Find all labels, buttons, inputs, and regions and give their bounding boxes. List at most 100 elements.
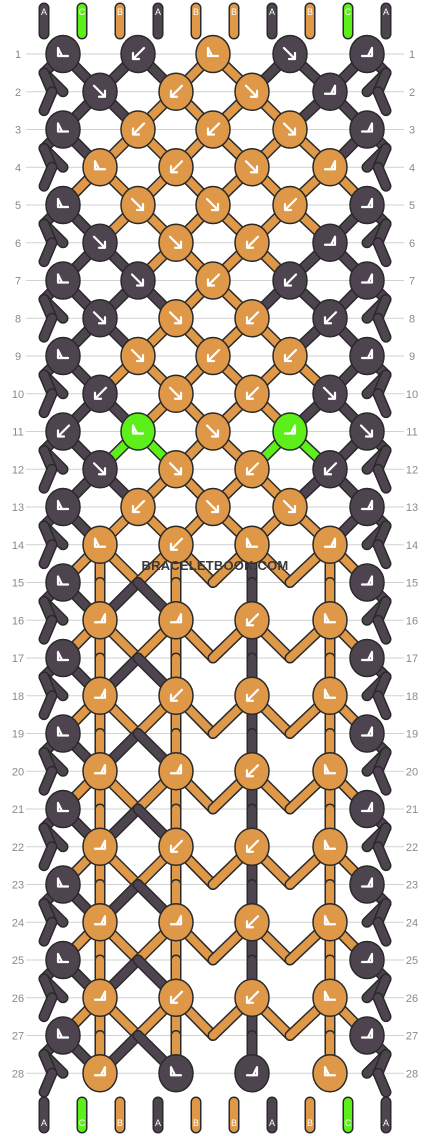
strand-segment	[40, 616, 56, 644]
knot	[158, 299, 194, 338]
knot	[45, 563, 81, 602]
knot-arrow-icon	[169, 839, 184, 853]
knot	[158, 223, 194, 262]
knot	[312, 525, 348, 564]
knot-arrow-icon	[360, 801, 374, 813]
top-thread-letter: C	[345, 7, 352, 17]
knot-arrow-icon	[283, 348, 298, 363]
knot-arrow-icon	[56, 122, 70, 133]
knot	[349, 487, 385, 527]
knot-arrow-icon	[205, 424, 220, 438]
knot	[312, 601, 348, 640]
row-number-left: 3	[15, 125, 21, 137]
row-number-left: 21	[12, 804, 24, 816]
row-number-left: 20	[12, 766, 24, 778]
knot-arrow-icon	[206, 273, 221, 287]
knot-body	[349, 34, 385, 74]
knot	[82, 525, 118, 564]
knot-arrow-icon	[360, 877, 374, 888]
knot-arrow-icon	[93, 160, 107, 171]
row-number-left: 18	[12, 691, 24, 703]
strand-segment	[40, 389, 56, 417]
knot	[158, 752, 194, 791]
knot-body	[312, 978, 348, 1017]
row-number-left: 15	[12, 578, 24, 590]
strand-segment	[374, 465, 390, 493]
knot-arrow-icon	[323, 235, 337, 246]
knot-body	[82, 1054, 118, 1093]
knot-arrow-icon	[360, 197, 374, 209]
knot-arrow-icon	[168, 235, 183, 249]
knot-arrow-icon	[206, 348, 221, 363]
knot-arrow-icon	[245, 990, 260, 1004]
knot-arrow-icon	[360, 348, 374, 360]
knot	[158, 903, 194, 942]
knot	[234, 1054, 270, 1093]
knot-body	[82, 148, 118, 187]
knot-arrow-icon	[169, 990, 184, 1004]
knot	[234, 752, 270, 791]
knot-body	[120, 412, 156, 451]
knot	[158, 450, 194, 489]
knot-arrow-icon	[360, 726, 374, 737]
top-thread-letter: A	[41, 7, 47, 17]
strand-segment	[374, 389, 390, 417]
knot	[349, 185, 385, 225]
row-number-left: 25	[12, 955, 24, 967]
knot-arrow-icon	[92, 84, 107, 98]
strand-segment	[40, 238, 56, 266]
knot-arrow-icon	[282, 499, 297, 514]
knot-arrow-icon	[168, 462, 183, 476]
row-number-right: 10	[406, 389, 418, 401]
knot	[158, 148, 194, 187]
knot	[234, 148, 270, 187]
knot	[45, 1016, 81, 1055]
knot-arrow-icon	[360, 650, 374, 662]
knot	[272, 110, 308, 149]
knot	[82, 72, 118, 111]
knot	[312, 1054, 348, 1093]
knot-body	[45, 865, 81, 904]
knot	[158, 827, 194, 866]
knot-arrow-icon	[245, 386, 260, 400]
row-number-right: 2	[409, 87, 415, 99]
knot-body	[312, 148, 348, 187]
knot-arrow-icon	[245, 311, 260, 325]
knot-body	[82, 978, 118, 1017]
knot-arrow-icon	[206, 122, 221, 136]
knot	[349, 261, 385, 300]
row-number-right: 22	[406, 842, 418, 854]
knot-arrow-icon	[169, 537, 184, 551]
strand-segment	[40, 918, 56, 946]
knot-arrow-icon	[283, 197, 298, 212]
knot	[312, 978, 348, 1017]
knot	[158, 676, 194, 715]
row-number-left: 19	[12, 729, 24, 741]
knot-arrow-icon	[56, 650, 70, 662]
row-number-left: 24	[12, 917, 24, 929]
knot	[45, 638, 81, 678]
row-number-right: 7	[409, 276, 415, 288]
knot-arrow-icon	[245, 613, 260, 627]
knot-arrow-icon	[323, 915, 337, 926]
strand-segment	[40, 691, 56, 719]
knot	[312, 752, 348, 791]
knot-arrow-icon	[131, 46, 146, 61]
knot-arrow-icon	[56, 348, 70, 360]
knot	[349, 638, 385, 678]
knot-arrow-icon	[56, 726, 70, 737]
knot-arrow-icon	[56, 424, 71, 438]
knot-arrow-icon	[323, 84, 337, 95]
knot-arrow-icon	[323, 537, 337, 548]
knot	[195, 34, 231, 74]
bottom-thread-letter: B	[193, 1118, 199, 1128]
knot-body	[349, 940, 385, 980]
knot-arrow-icon	[323, 1066, 337, 1077]
knot	[120, 185, 156, 225]
strand-segment	[40, 163, 56, 191]
knot-arrow-icon	[244, 84, 259, 98]
knot-body	[45, 487, 81, 527]
row-number-left: 2	[15, 87, 21, 99]
strand-segment	[374, 767, 390, 795]
knot	[82, 827, 118, 866]
